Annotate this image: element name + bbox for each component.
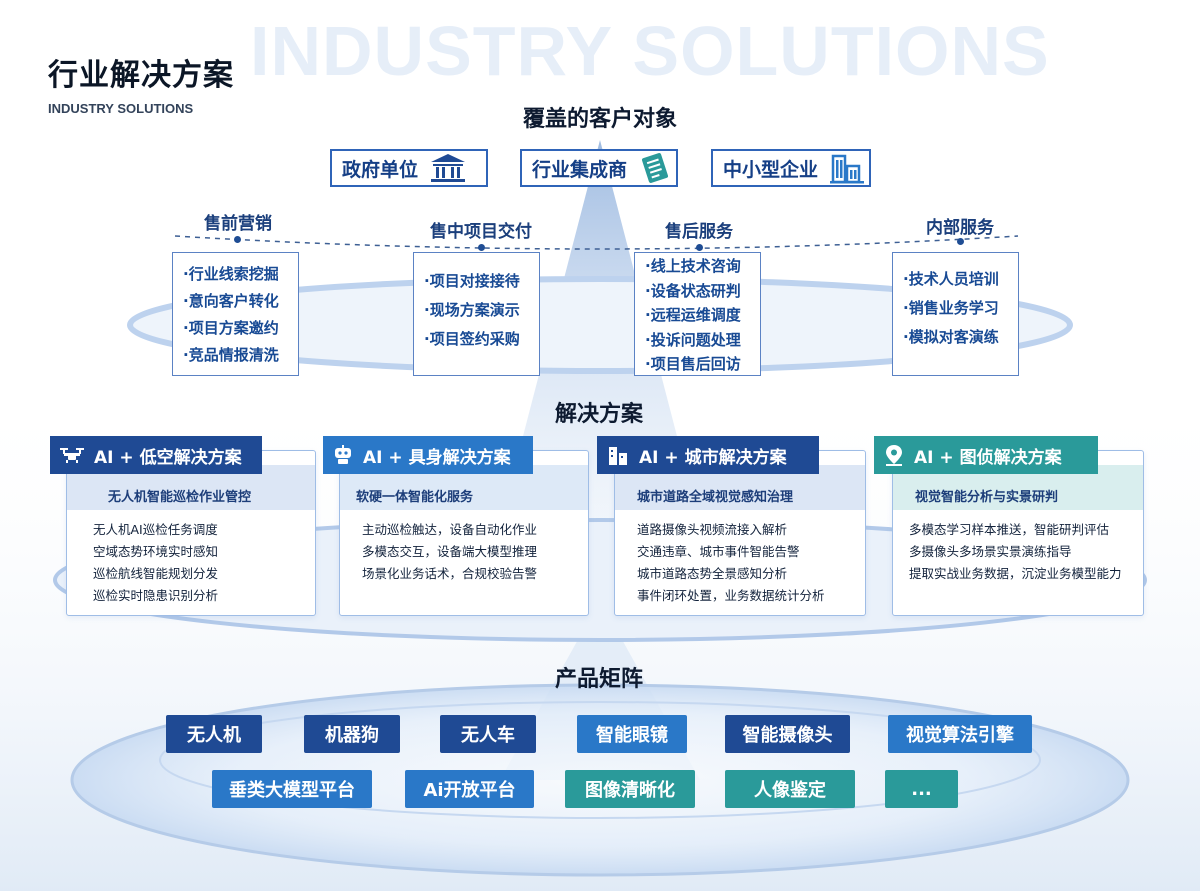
product-ai-open-platform: Ai开放平台 xyxy=(405,770,534,808)
product-image-enhancement: 图像清晰化 xyxy=(565,770,695,808)
customer-label: 中小型企业 xyxy=(723,158,819,181)
phase-box-internal: ·技术人员培训 ·销售业务学习 ·模拟对客演练 xyxy=(892,252,1019,376)
phase-item: ·投诉问题处理 xyxy=(645,330,741,349)
product-vision-engine: 视觉算法引擎 xyxy=(888,715,1032,753)
phase-item: ·线上技术咨询 xyxy=(645,257,741,275)
phase-item: ·项目对接接待 xyxy=(424,272,520,290)
phase-dot xyxy=(478,244,485,251)
solution-item: 主动巡检触达，设备自动化作业 xyxy=(362,522,538,537)
phase-label-internal: 内部服务 xyxy=(926,218,994,238)
solution-card-city: 城市道路全域视觉感知治理 道路摄像头视频流接入解析 交通违章、城市事件智能告警 … xyxy=(614,450,866,616)
solution-item: 场景化业务话术，合规校验告警 xyxy=(362,566,538,581)
location-pin-icon xyxy=(886,445,902,466)
solution-item: 城市道路态势全景感知分析 xyxy=(637,566,788,581)
phase-label-aftersales: 售后服务 xyxy=(665,222,733,242)
solution-item: 道路摄像头视频流接入解析 xyxy=(637,522,788,537)
solution-item: 交通违章、城市事件智能告警 xyxy=(637,544,800,559)
solution-item: 提取实战业务数据，沉淀业务模型能力 xyxy=(909,566,1122,581)
phase-item: ·技术人员培训 xyxy=(903,270,999,288)
phase-label-delivery: 售中项目交付 xyxy=(430,222,532,242)
phase-item: ·行业线索挖掘 xyxy=(183,265,279,283)
drone-icon xyxy=(60,448,84,463)
solution-card-embodied: 软硬一体智能化服务 主动巡检触达，设备自动化作业 多模态交互，设备端大模型推理 … xyxy=(339,450,589,616)
middle-platform-disc xyxy=(53,518,1147,642)
solution-item: 无人机AI巡检任务调度 xyxy=(93,522,218,537)
phase-dot xyxy=(696,244,703,251)
phase-item: ·项目方案邀约 xyxy=(183,319,279,337)
product-smart-camera: 智能摄像头 xyxy=(725,715,850,753)
solutions-title: 解决方案 xyxy=(554,402,644,427)
government-building-icon xyxy=(431,154,466,182)
phase-connector-line xyxy=(174,235,1019,250)
phase-item: ·竞品情报清洗 xyxy=(183,346,279,364)
product-more: ... xyxy=(885,770,958,808)
solution-items: 无人机AI巡检任务调度 空域态势环境实时感知 巡检航线智能规划分发 巡检实时隐患… xyxy=(93,519,218,607)
solution-item: 巡检航线智能规划分发 xyxy=(93,566,219,581)
customer-government: 政府单位 xyxy=(330,149,488,187)
product-smart-glasses: 智能眼镜 xyxy=(577,715,687,753)
product-portrait-identification: 人像鉴定 xyxy=(725,770,855,808)
solution-header-lowaltitude: AI + 低空解决方案 xyxy=(50,436,262,474)
products-title: 产品矩阵 xyxy=(554,667,644,692)
solution-title: AI + 图侦解决方案 xyxy=(914,447,1062,468)
solution-item: 多摄像头多场景实景演练指导 xyxy=(909,544,1072,559)
solution-card-lowaltitude: 无人机智能巡检作业管控 无人机AI巡检任务调度 空域态势环境实时感知 巡检航线智… xyxy=(66,450,316,616)
customer-label: 政府单位 xyxy=(342,158,419,181)
product-vertical-llm-platform: 垂类大模型平台 xyxy=(212,770,372,808)
customer-label: 行业集成商 xyxy=(532,158,628,181)
phase-dot xyxy=(234,236,241,243)
phase-item: ·设备状态研判 xyxy=(645,281,741,300)
solution-item: 多模态交互，设备端大模型推理 xyxy=(362,544,538,559)
robot-icon xyxy=(335,445,351,464)
phase-item: ·销售业务学习 xyxy=(903,299,999,317)
upper-platform-disc xyxy=(127,276,1073,374)
phase-item: ·现场方案演示 xyxy=(424,301,520,319)
office-buildings-icon xyxy=(830,154,865,184)
phase-item: ·项目售后回访 xyxy=(645,355,741,373)
customer-sme: 中小型企业 xyxy=(711,149,871,187)
phase-box-presales: ·行业线索挖掘 ·意向客户转化 ·项目方案邀约 ·竞品情报清洗 xyxy=(172,252,299,376)
phase-item: ·意向客户转化 xyxy=(183,292,279,310)
solution-item: 巡检实时隐患识别分析 xyxy=(93,588,219,603)
product-unmanned-vehicle: 无人车 xyxy=(440,715,536,753)
phase-item: ·远程运维调度 xyxy=(645,306,741,324)
customer-integrator: 行业集成商 xyxy=(520,149,678,187)
city-icon xyxy=(609,447,627,465)
phase-label-presales: 售前营销 xyxy=(204,214,272,234)
solution-title: AI + 低空解决方案 xyxy=(94,447,242,468)
solution-header-embodied: AI + 具身解决方案 xyxy=(323,436,533,474)
product-drone: 无人机 xyxy=(166,715,262,753)
solution-item: 空域态势环境实时感知 xyxy=(93,544,219,559)
solution-header-imagery: AI + 图侦解决方案 xyxy=(874,436,1098,474)
solution-header-city: AI + 城市解决方案 xyxy=(597,436,819,474)
customers-title: 覆盖的客户对象 xyxy=(522,107,678,132)
solution-title: AI + 具身解决方案 xyxy=(363,447,511,468)
phase-dot xyxy=(957,238,964,245)
phase-item: ·项目签约采购 xyxy=(424,330,520,348)
phase-box-delivery: ·项目对接接待 ·现场方案演示 ·项目签约采购 xyxy=(413,252,540,376)
document-checklist-icon xyxy=(642,153,669,183)
solution-items: 道路摄像头视频流接入解析 交通违章、城市事件智能告警 城市道路态势全景感知分析 … xyxy=(637,519,825,607)
solution-item: 事件闭环处置，业务数据统计分析 xyxy=(637,588,825,603)
solution-card-imagery: 视觉智能分析与实景研判 多模态学习样本推送，智能研判评估 多摄像头多场景实景演练… xyxy=(892,450,1144,616)
watermark-text: INDUSTRY SOLUTIONS xyxy=(250,12,1050,90)
solution-item: 多模态学习样本推送，智能研判评估 xyxy=(909,522,1110,537)
phase-item: ·模拟对客演练 xyxy=(903,328,999,346)
solution-items: 主动巡检触达，设备自动化作业 多模态交互，设备端大模型推理 场景化业务话术，合规… xyxy=(362,519,537,585)
page-subtitle: INDUSTRY SOLUTIONS xyxy=(48,101,194,116)
solution-items: 多模态学习样本推送，智能研判评估 多摄像头多场景实景演练指导 提取实战业务数据，… xyxy=(909,519,1122,585)
page-title: 行业解决方案 xyxy=(48,58,234,93)
phase-box-aftersales: ·线上技术咨询 ·设备状态研判 ·远程运维调度 ·投诉问题处理 ·项目售后回访 xyxy=(634,252,761,376)
solution-title: AI + 城市解决方案 xyxy=(639,447,787,468)
product-robot-dog: 机器狗 xyxy=(304,715,400,753)
